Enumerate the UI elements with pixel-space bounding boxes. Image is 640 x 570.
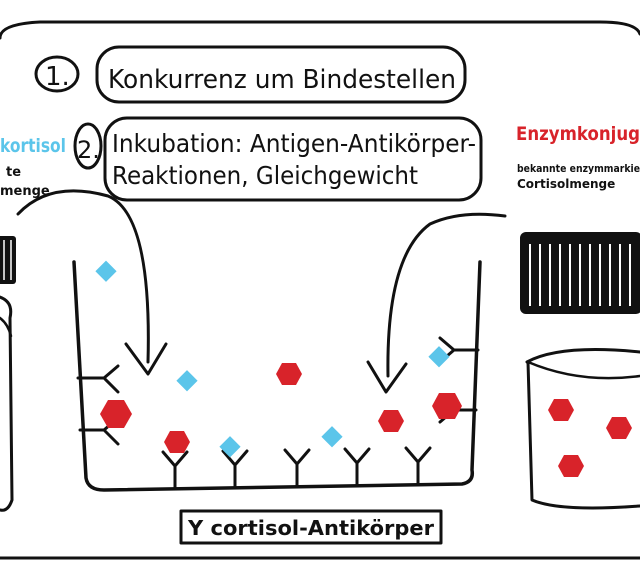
conjugate-hexagon-icon xyxy=(164,431,190,453)
step-2-box xyxy=(103,116,483,202)
antibody xyxy=(343,447,371,487)
left-label-line-1: te xyxy=(6,165,21,180)
step-1-text: Konkurrenz um Bindestellen xyxy=(108,65,456,95)
antibody-group-left-wall xyxy=(76,364,120,446)
cortisol-diamond-icon xyxy=(428,346,450,368)
conjugate-hexagon-icon xyxy=(606,417,632,439)
microplate-well xyxy=(72,260,482,492)
step-2-number-circle xyxy=(73,122,103,170)
cortisol-diamond-icon xyxy=(95,260,117,282)
right-label-line-1: bekannte enzymmarkie xyxy=(517,162,640,175)
left-vial-rim xyxy=(0,316,13,338)
antibody xyxy=(161,450,189,490)
antibody xyxy=(221,449,249,489)
conjugate-hexagon-icon xyxy=(432,393,462,419)
cortisol-diamond-icon xyxy=(176,370,198,392)
antibody xyxy=(404,446,432,486)
left-label-title: kortisol xyxy=(0,135,66,157)
antibody xyxy=(76,364,120,394)
step-1-number: 1. xyxy=(45,62,70,92)
conjugate-hexagon-icon xyxy=(378,410,404,432)
right-vial-rim xyxy=(526,360,640,380)
right-vial-body xyxy=(525,348,640,510)
conjugate-hexagon-icon xyxy=(548,399,574,421)
bottom-label-box xyxy=(179,509,443,545)
right-label-line-2: Cortisolmenge xyxy=(517,177,615,191)
left-arrow-head xyxy=(124,342,168,376)
cortisol-molecules xyxy=(95,260,450,458)
right-label-title: Enzymkonjug xyxy=(516,123,640,145)
conjugate-hexagon-icon xyxy=(100,400,132,428)
left-label-line-2: menge xyxy=(0,184,50,199)
outer-frame xyxy=(0,20,640,560)
left-vial-body xyxy=(0,295,14,512)
conjugate-hexagon-icon xyxy=(558,455,584,477)
cortisol-diamond-icon xyxy=(219,436,241,458)
step-2-line-2: Reaktionen, Gleichgewicht xyxy=(112,161,418,190)
right-vial xyxy=(520,232,640,510)
right-arrow-head xyxy=(366,360,408,394)
left-vial-cap-ribs xyxy=(3,240,12,280)
antibody-group-floor xyxy=(161,446,432,490)
left-vial-cap xyxy=(0,236,16,284)
step-2-line-1: Inkubation: Antigen-Antikörper- xyxy=(112,129,476,158)
left-vial xyxy=(0,236,16,512)
step-1-box xyxy=(95,45,467,104)
right-curved-arrow xyxy=(386,212,507,378)
step-2-number: 2. xyxy=(77,136,100,164)
right-vial-cap-ribs xyxy=(529,244,631,306)
enzyme-conjugates xyxy=(100,363,632,477)
conjugate-hexagon-icon xyxy=(276,363,302,385)
step-1-number-circle xyxy=(34,55,80,93)
bottom-label-text: Y cortisol-Antikörper xyxy=(187,516,434,540)
left-curved-arrow xyxy=(16,189,150,364)
antibody xyxy=(283,448,311,488)
cortisol-diamond-icon xyxy=(321,426,343,448)
